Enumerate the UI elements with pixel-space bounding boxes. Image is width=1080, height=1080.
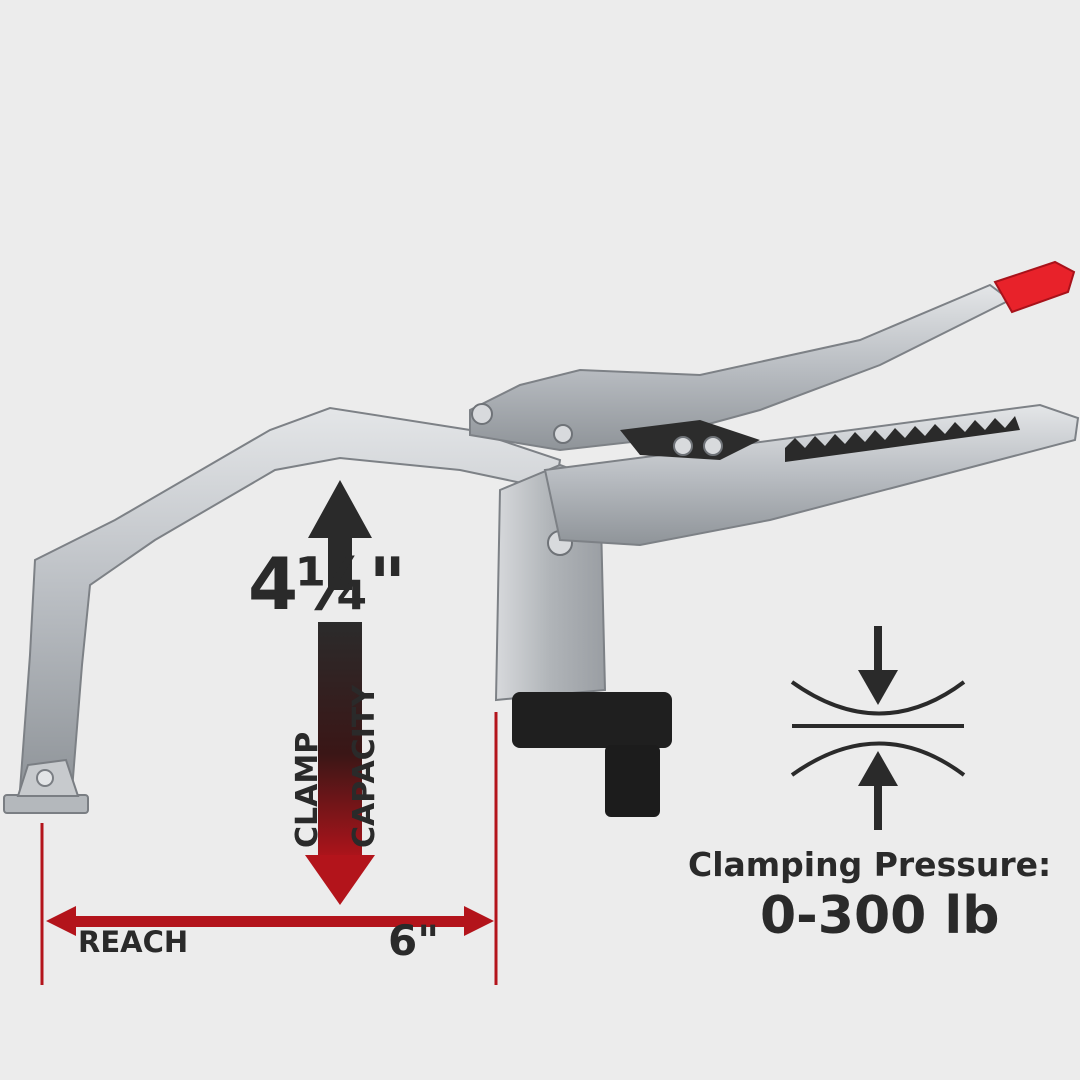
compression-arrows-icon <box>790 626 966 830</box>
clamping-pressure-label: Clamping Pressure: <box>688 845 1052 884</box>
capacity-word-label: CAPACITY <box>347 684 382 848</box>
clamp-capacity-arrow <box>305 480 375 905</box>
locking-plier-body <box>469 260 1080 547</box>
reach-value: 6" <box>388 916 440 965</box>
clamping-pressure-value: 0-300 lb <box>760 886 1000 946</box>
clamp-word-label: CLAMP <box>290 731 325 848</box>
double-headed-horizontal-arrow-icon <box>46 906 494 936</box>
up-arrow-icon <box>308 480 372 590</box>
down-arrow-icon <box>305 855 375 905</box>
clamp-capacity-value: 4¼" <box>248 542 406 626</box>
reach-label: REACH <box>78 925 189 959</box>
reach-dimension <box>40 712 498 985</box>
